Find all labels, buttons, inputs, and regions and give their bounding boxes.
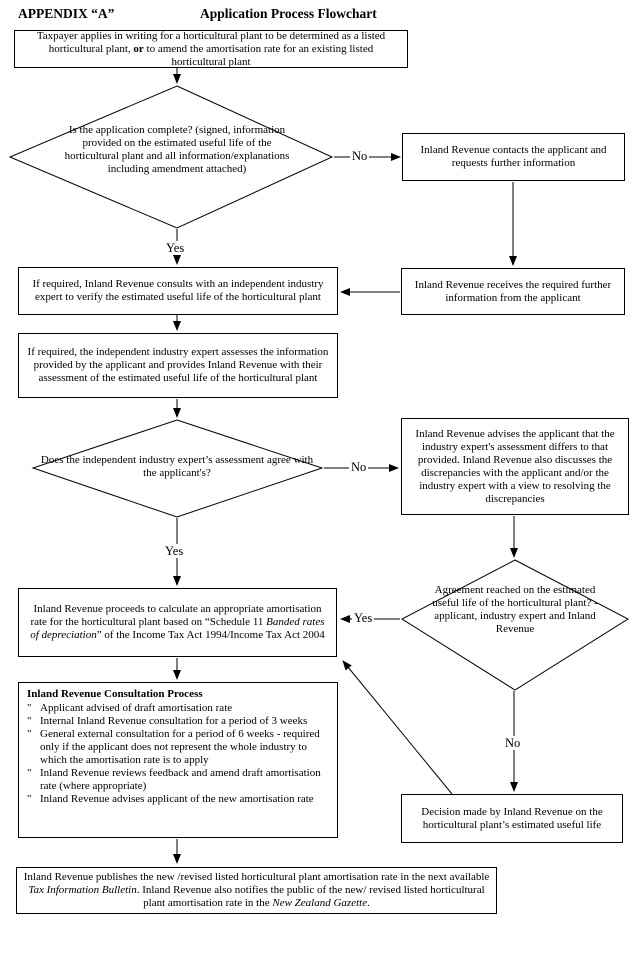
decision-application-complete-text: Is the application complete? (signed, in… — [64, 124, 290, 175]
branch-label-yes: Yes — [352, 611, 375, 625]
list-item: "Inland Revenue reviews feedback and ame… — [27, 767, 321, 792]
branch-label-yes: Yes — [164, 241, 187, 255]
node-taxpayer-applies-text: Taxpayer applies in writing for a hortic… — [36, 29, 386, 68]
decision-expert-agrees-text: Does the independent industry expert’s a… — [40, 454, 314, 479]
node-publish-rate-text: Inland Revenue publishes the new /revise… — [23, 871, 490, 909]
bullet-icon: " — [27, 702, 32, 714]
node-advises-discrepancies: Inland Revenue advises the applicant tha… — [401, 418, 629, 515]
arrow-decision-to-calculate — [342, 660, 453, 795]
node-expert-assesses: If required, the independent industry ex… — [18, 333, 338, 398]
list-item: "General external consultation for a per… — [27, 728, 320, 766]
node-consults-expert: If required, Inland Revenue consults wit… — [18, 267, 338, 315]
node-taxpayer-applies: Taxpayer applies in writing for a hortic… — [14, 30, 408, 68]
decision-agreement-reached-text: Agreement reached on the estimated usefu… — [432, 584, 598, 635]
branch-label-no: No — [349, 460, 369, 474]
list-item: "Applicant advised of draft amortisation… — [27, 702, 233, 714]
bullet-icon: " — [27, 715, 32, 727]
node-consultation-process: Inland Revenue Consultation Process "App… — [18, 682, 338, 838]
branch-label-yes: Yes — [163, 544, 186, 558]
consultation-process-title: Inland Revenue Consultation Process — [27, 688, 203, 700]
diamond-agreement-reached — [400, 559, 630, 691]
node-calculate-rate-text: Inland Revenue proceeds to calculate an … — [30, 603, 325, 641]
node-contacts-applicant: Inland Revenue contacts the applicant an… — [402, 133, 625, 181]
branch-label-no: No — [350, 149, 370, 163]
diamond-expert-agrees — [31, 419, 324, 518]
list-item: "Internal Inland Revenue consultation fo… — [27, 715, 308, 727]
diamond-application-complete — [8, 85, 334, 229]
page-title: Application Process Flowchart — [200, 6, 377, 21]
node-decision-made: Decision made by Inland Revenue on the h… — [401, 794, 623, 843]
branch-label-no: No — [503, 736, 523, 750]
node-publish-rate: Inland Revenue publishes the new /revise… — [16, 867, 497, 914]
node-calculate-rate: Inland Revenue proceeds to calculate an … — [18, 588, 337, 657]
bullet-icon: " — [27, 767, 32, 779]
bullet-icon: " — [27, 728, 32, 740]
list-item: "Inland Revenue advises applicant of the… — [27, 793, 314, 805]
node-receives-information: Inland Revenue receives the required fur… — [401, 268, 625, 315]
consultation-process-list: "Applicant advised of draft amortisation… — [27, 702, 329, 806]
bullet-icon: " — [27, 793, 32, 805]
appendix-label: APPENDIX “A” — [18, 6, 115, 21]
